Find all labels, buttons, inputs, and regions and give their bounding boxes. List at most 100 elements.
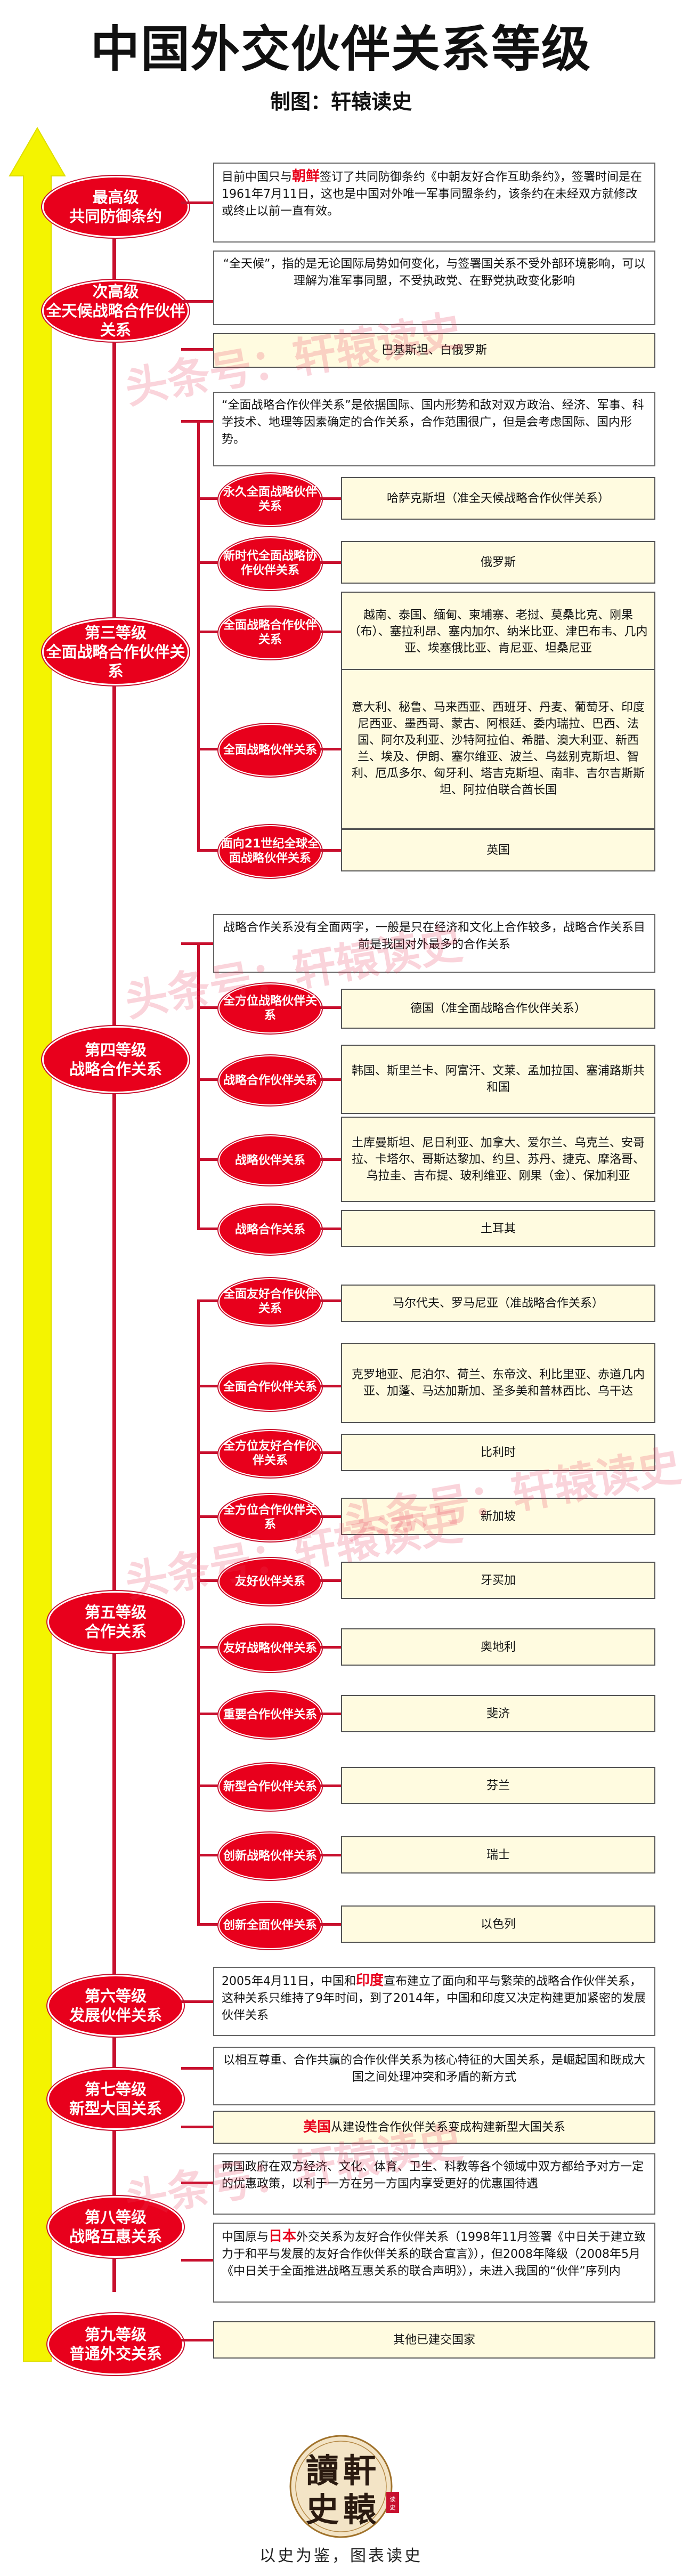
desc-text: “全天候”，指的是无论国际局势如何变化，与签署国关系不受外部环境影响，可以理解为… (223, 257, 646, 288)
connector-line (320, 1646, 341, 1649)
sub-level-oval: 友好伙伴关系 (218, 1557, 322, 1605)
connector-line (320, 1385, 341, 1387)
desc-text: “全面战略合作伙伴关系”是依据国际、国内形势和敌对双方政治、经济、军事、科学技术… (222, 399, 644, 446)
connector-line (320, 1451, 341, 1454)
country-list-box: 克罗地亚、尼泊尔、荷兰、东帝汶、利比里亚、赤道几内亚、加蓬、马达加斯加、圣多美和… (341, 1343, 655, 1423)
country-list-box: 马尔代夫、罗马尼亚（准战略合作关系） (341, 1285, 655, 1322)
connector-line (320, 1579, 341, 1582)
connector-line (181, 2126, 213, 2128)
timeline-line (112, 176, 116, 2292)
desc-text: 中国原与 (222, 2231, 269, 2244)
level-oval: 第九等级普通外交关系 (47, 2313, 184, 2375)
connector-line (197, 1579, 218, 1582)
connector-line (197, 1078, 218, 1081)
country-list-box: 巴基斯坦、白俄罗斯 (213, 333, 655, 368)
level-description: 目前中国只与朝鲜签订了共同防御条约《中朝友好合作互助条约》，签署时间是在1961… (213, 163, 655, 243)
connector-line (320, 1515, 341, 1518)
connector-line (197, 497, 218, 500)
country-list-box: 比利时 (341, 1434, 655, 1471)
connector-line (181, 942, 213, 945)
desc-text: 战略合作关系没有全面两字，一般是只在经济和文化上合作较多，战略合作关系目前是我国… (223, 921, 645, 951)
country-list-box: 瑞士 (341, 1836, 655, 1874)
connector-line (181, 2182, 213, 2184)
level-oval: 次高级全天候战略合作伙伴关系 (42, 280, 189, 342)
connector-line (197, 1854, 218, 1856)
connector-line (181, 201, 213, 204)
connector-line (197, 1713, 218, 1715)
connector-line (197, 1228, 218, 1230)
connector-line (197, 748, 218, 750)
motto: 以史为鉴，图表读史 (259, 2547, 423, 2565)
level-oval: 第四等级战略合作关系 (42, 1026, 189, 1093)
credit-line: 制图：轩辕读史 (270, 90, 412, 114)
country-list-box: 俄罗斯 (341, 541, 655, 584)
sub-level-oval: 战略合作伙伴关系 (218, 1055, 322, 1105)
svg-text:史: 史 (306, 2490, 339, 2529)
country-list-box: 其他已建交国家 (213, 2321, 655, 2359)
connector-line (197, 849, 218, 852)
level-description: 两国政府在双方经济、文化、体育、卫生、科教等各个领域中双方都给予对方一定的优惠政… (213, 2153, 655, 2215)
level-description: 2005年4月11日，中国和印度宣布建立了面向和平与繁荣的战略合作伙伴关系，这种… (213, 1967, 655, 2036)
level-oval: 第六等级发展伙伴关系 (47, 1975, 184, 2037)
connector-line (197, 1923, 218, 1926)
desc-text: 以相互尊重、合作共赢的合作伙伴关系为核心特征的大国关系，是崛起国和既成大国之间处… (223, 2054, 645, 2084)
country-list-box: 土耳其 (341, 1210, 655, 1247)
connector-line (320, 1854, 341, 1856)
country-list-box: 韩国、斯里兰卡、阿富汗、文莱、孟加拉国、塞浦路斯共和国 (341, 1045, 655, 1114)
connector-line (320, 1006, 341, 1009)
level-description: “全面战略合作伙伴关系”是依据国际、国内形势和敌对双方政治、经济、军事、科学技术… (213, 392, 655, 466)
level-oval: 第八等级战略互惠关系 (47, 2196, 184, 2258)
desc-text: 目前中国只与 (222, 171, 293, 184)
sub-level-oval: 全面战略伙伴关系 (218, 723, 322, 777)
page-title: 中国外交伙伴关系等级 (90, 21, 591, 78)
level-oval: 第三等级全面战略合作伙伴关系 (42, 618, 189, 685)
connector-line (320, 1078, 341, 1081)
sub-level-oval: 新时代全面战略协作伙伴关系 (218, 537, 322, 590)
sub-level-oval: 创新全面伙伴关系 (218, 1901, 322, 1949)
highlight-country: 朝鲜 (292, 168, 320, 184)
level-description: 中国原与日本外交关系为友好合作伙伴关系（1998年11月签署《中日关于建立致力于… (213, 2223, 655, 2303)
level-oval: 第七等级新型大国关系 (47, 2068, 184, 2130)
connector-line (197, 1158, 218, 1161)
connector-line (181, 420, 213, 423)
sub-level-oval: 全方位友好合作伙伴关系 (218, 1430, 322, 1477)
level-description: 战略合作关系没有全面两字，一般是只在经济和文化上合作较多，战略合作关系目前是我国… (213, 914, 655, 973)
country-list-box: 意大利、秘鲁、马来西亚、西班牙、丹麦、葡萄牙、印度尼西亚、墨西哥、蒙古、阿根廷、… (341, 669, 655, 829)
sub-level-oval: 战略伙伴关系 (218, 1135, 322, 1185)
highlight-country: 印度 (355, 1973, 384, 1989)
connector-line (197, 561, 218, 564)
svg-text:讀: 讀 (306, 2451, 339, 2490)
sub-level-oval: 全方位战略伙伴关系 (218, 983, 322, 1033)
connector-line (320, 1784, 341, 1787)
connector-line (197, 631, 218, 633)
desc-text: 2005年4月11日，中国和 (222, 1975, 356, 1988)
connector-line (197, 1299, 218, 1302)
connector-line (181, 2000, 213, 2003)
level-description: “全天候”，指的是无论国际局势如何变化，与签署国关系不受外部环境影响，可以理解为… (213, 251, 655, 325)
connector-line (320, 1923, 341, 1926)
country-list-box: 新加坡 (341, 1498, 655, 1535)
svg-text:軒: 軒 (343, 2451, 376, 2490)
connector-line (197, 1451, 218, 1454)
connector-line (320, 561, 341, 564)
desc-text: 两国政府在双方经济、文化、体育、卫生、科教等各个领域中双方都给予对方一定的优惠政… (222, 2160, 644, 2191)
connector-line (197, 1385, 218, 1387)
svg-text:史: 史 (390, 2504, 396, 2511)
sub-level-oval: 友好战略伙伴关系 (218, 1624, 322, 1672)
connector-line (181, 348, 213, 351)
sub-level-oval: 全面战略合作伙伴关系 (218, 606, 322, 659)
highlight-country: 美国 (303, 2119, 331, 2135)
country-list-box: 美国从建设性合作伙伴关系变成构建新型大国关系 (213, 2111, 655, 2144)
sub-level-oval: 面向21世纪全球全面战略伙伴关系 (218, 825, 322, 878)
level-description: 以相互尊重、合作共赢的合作伙伴关系为核心特征的大国关系，是崛起国和既成大国之间处… (213, 2047, 655, 2105)
branch-line (197, 1301, 200, 1924)
branch-line (197, 421, 200, 850)
connector-line (197, 1006, 218, 1009)
connector-line (320, 748, 341, 750)
sub-level-oval: 战略合作关系 (218, 1205, 322, 1255)
connector-line (181, 2067, 213, 2070)
connector-line (320, 849, 341, 852)
level-oval: 最高级共同防御条约 (42, 176, 189, 238)
connector-line (197, 1646, 218, 1649)
connector-line (181, 2259, 213, 2262)
